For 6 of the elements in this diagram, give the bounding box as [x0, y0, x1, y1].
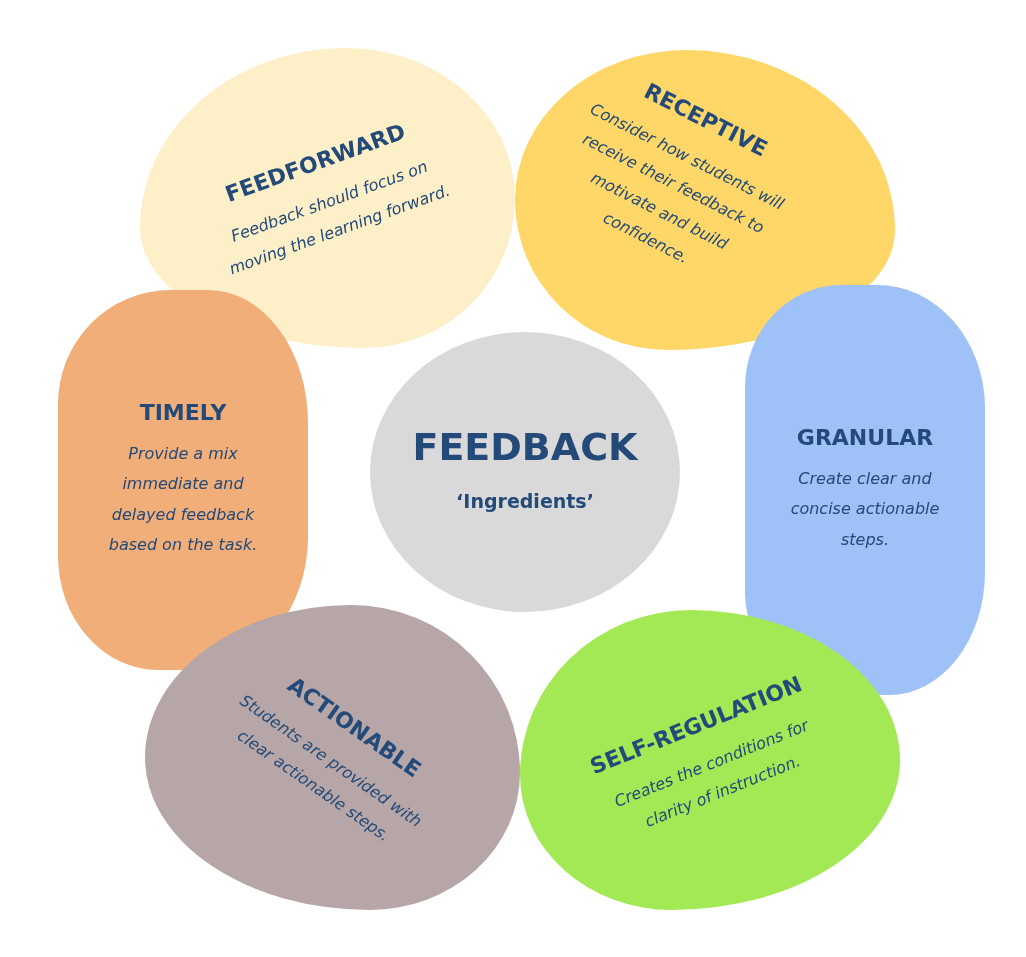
heading: GRANULAR — [796, 424, 934, 450]
heading: FEEDBACK — [412, 424, 638, 469]
heading: TIMELY — [139, 399, 227, 425]
description: Create clear and concise actionable steps. — [789, 467, 941, 551]
description: Provide a mix immediate and delayed feedback based on the task. — [107, 442, 259, 556]
subtitle: ‘Ingredients’ — [456, 488, 594, 514]
